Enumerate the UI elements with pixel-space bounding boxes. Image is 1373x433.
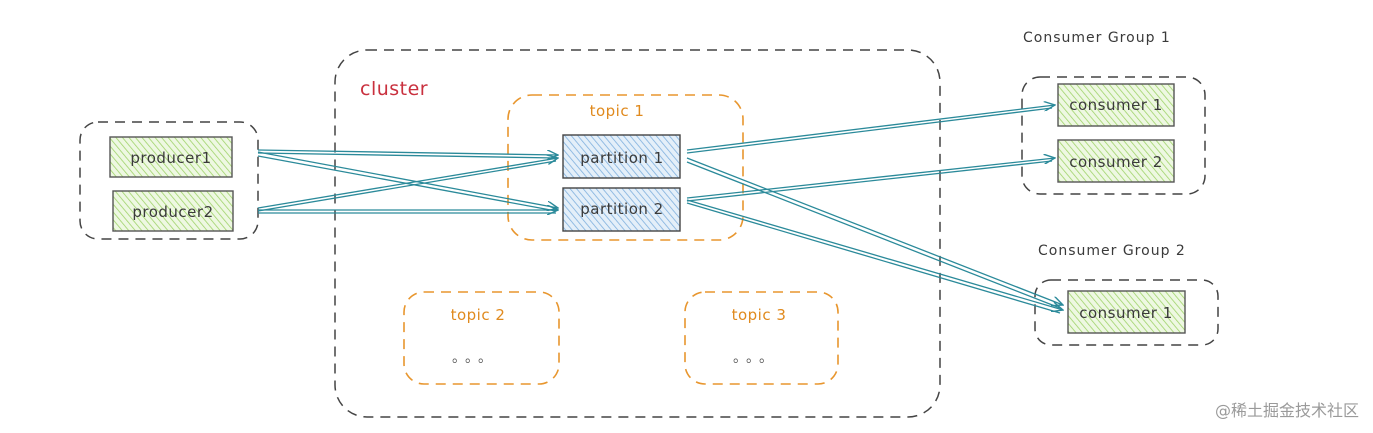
arrow-partition2-cg2-consumer1 [686, 199, 1063, 314]
cluster-label: cluster [360, 78, 428, 100]
consumer-group-1: Consumer Group 1 consumer 1 consumer 2 [1021, 30, 1206, 195]
topic-1-container: topic 1 partition 1 partition 2 [507, 94, 744, 241]
consumer-group-title: Consumer Group 1 [1023, 30, 1171, 46]
topic-placeholder: 。。。 [733, 350, 779, 366]
topic-label: topic 1 [590, 102, 645, 120]
topic-placeholder: 。。。 [452, 350, 498, 366]
consumer-group-2: Consumer Group 2 consumer 1 [1034, 243, 1219, 346]
consumer-label: consumer 1 [1069, 96, 1163, 114]
consumer-label: consumer 2 [1069, 153, 1163, 171]
topic-label: topic 3 [732, 306, 787, 324]
producers-group: producer1 producer2 [79, 121, 259, 240]
producer-box-2[interactable]: producer2 [112, 190, 234, 232]
producer-box-1[interactable]: producer1 [109, 136, 233, 178]
consumer-box-1[interactable]: consumer 1 [1057, 83, 1175, 127]
consumer-group-title: Consumer Group 2 [1038, 243, 1186, 259]
partition-label: partition 1 [580, 149, 663, 167]
watermark: @稀土掘金技术社区 [1214, 401, 1359, 420]
topic-2-container[interactable]: topic 2 。。。 [403, 291, 560, 385]
arrow-partition2-cg1-consumer2 [686, 158, 1055, 202]
producer-label: producer2 [132, 203, 213, 221]
consumer-box-1[interactable]: consumer 1 [1067, 290, 1186, 334]
partition-box-1[interactable]: partition 1 [562, 134, 681, 179]
consumer-box-2[interactable]: consumer 2 [1057, 139, 1175, 183]
partition-label: partition 2 [580, 200, 663, 218]
arrow-producer1-partition2 [257, 151, 558, 212]
producer-label: producer1 [130, 149, 211, 167]
arrow-producer2-partition1 [257, 158, 558, 212]
consumer-label: consumer 1 [1079, 304, 1173, 322]
cluster-container: cluster [334, 49, 941, 418]
arrow-producer1-partition1 [257, 149, 558, 158]
topic-3-container[interactable]: topic 3 。。。 [684, 291, 839, 385]
arrow-partition1-cg2-consumer1 [686, 157, 1063, 309]
topic-label: topic 2 [451, 306, 506, 324]
arrows [257, 105, 1063, 314]
arrow-producer2-partition2 [258, 210, 558, 213]
arrow-partition1-cg1-consumer1 [686, 105, 1055, 154]
partition-box-2[interactable]: partition 2 [562, 187, 681, 232]
